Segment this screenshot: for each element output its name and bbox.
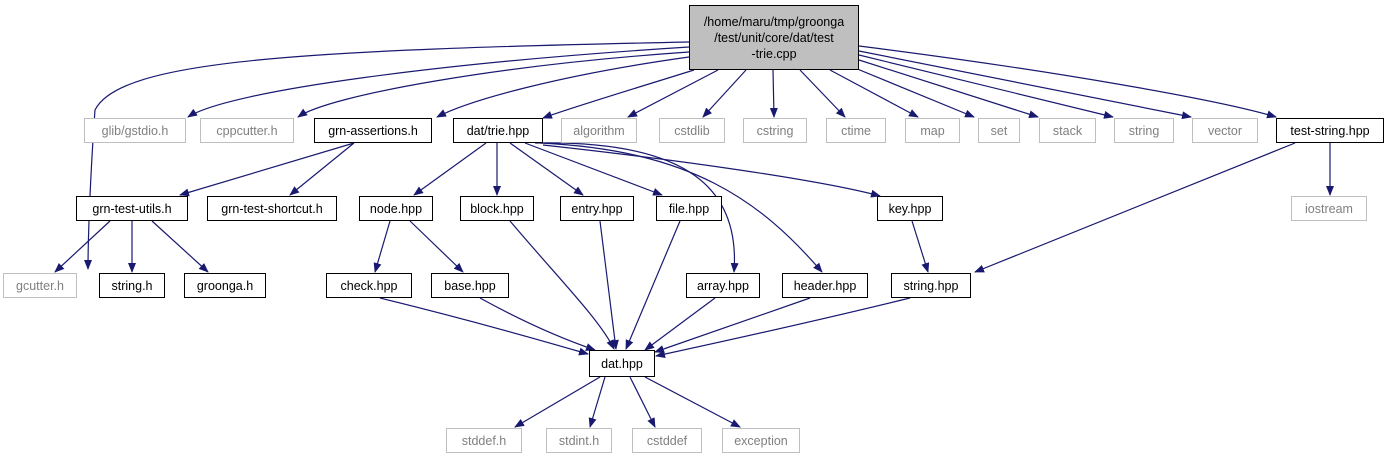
- edge-trie-to-node: [413, 142, 487, 196]
- edge-entry-to-dat: [599, 220, 619, 350]
- node-glib-gstdio[interactable]: glib/gstdio.h: [84, 118, 186, 143]
- edge-trie-to-entry: [509, 142, 584, 196]
- edge-node-to-check: [373, 220, 391, 273]
- edge-root-to-stack: [858, 59, 1039, 119]
- edge-trie-to-array: [534, 142, 739, 273]
- edge-root-to-cstdlib: [702, 69, 747, 118]
- node-map[interactable]: map: [905, 118, 960, 143]
- edge-dat-to-cstddef: [629, 376, 656, 428]
- edge-check-to-dat: [379, 297, 589, 356]
- node-entry-hpp[interactable]: entry.hpp: [560, 196, 634, 221]
- edge-trie-to-header: [539, 142, 823, 273]
- edge-dat-to-stdint: [588, 376, 606, 428]
- node-stack[interactable]: stack: [1039, 118, 1096, 143]
- edge-root-to-algorithm: [627, 69, 719, 118]
- node-cstring[interactable]: cstring: [743, 118, 807, 143]
- edge-utils-to-groonga: [151, 220, 209, 273]
- node-groonga-h[interactable]: groonga.h: [184, 273, 266, 298]
- edge-trie-to-file: [524, 142, 663, 196]
- node-cppcutter[interactable]: cppcutter.h: [200, 118, 294, 143]
- edge-dat-to-stddef: [514, 376, 601, 428]
- edge-block-to-dat: [509, 220, 615, 350]
- node-ctime[interactable]: ctime: [826, 118, 886, 143]
- node-node-hpp[interactable]: node.hpp: [359, 196, 433, 221]
- node-vector[interactable]: vector: [1192, 118, 1258, 143]
- node-file-hpp[interactable]: file.hpp: [656, 196, 722, 221]
- node-key-hpp[interactable]: key.hpp: [877, 196, 943, 221]
- edge-base-to-dat: [479, 297, 596, 351]
- node-cstddef[interactable]: cstddef: [632, 428, 702, 453]
- root-line-2: /test/unit/core/dat/test: [714, 30, 834, 45]
- edge-array-to-dat: [644, 297, 716, 351]
- edge-test-string-to-string-hpp: [974, 142, 1296, 273]
- edge-trie-to-key: [542, 144, 881, 198]
- edge-root-to-vector: [858, 50, 1192, 120]
- edge-root-to-set: [849, 65, 975, 118]
- node-block-hpp[interactable]: block.hpp: [460, 196, 534, 221]
- node-algorithm[interactable]: algorithm: [561, 118, 637, 143]
- edge-root-to-cstring: [769, 69, 778, 118]
- node-grn-test-utils[interactable]: grn-test-utils.h: [76, 196, 188, 221]
- edge-string-hpp-to-dat: [655, 297, 911, 359]
- edge-root-to-gstdio: [187, 46, 690, 118]
- edge-dat-to-exception: [644, 376, 741, 428]
- edge-root-to-ctime: [799, 69, 846, 118]
- node-test-string[interactable]: test-string.hpp: [1276, 118, 1384, 143]
- node-set[interactable]: set: [978, 118, 1020, 143]
- node-stdint[interactable]: stdint.h: [546, 428, 612, 453]
- node-dat-trie[interactable]: dat/trie.hpp: [453, 118, 543, 143]
- node-header-hpp[interactable]: header.hpp: [782, 273, 868, 298]
- edge-assertions-to-shortcut: [289, 142, 355, 196]
- root-line-3: -trie.cpp: [751, 46, 797, 61]
- edge-root-to-map: [829, 69, 919, 118]
- node-iostream[interactable]: iostream: [1291, 196, 1367, 221]
- node-string-h[interactable]: string.h: [99, 273, 165, 298]
- edge-header-to-dat: [654, 297, 811, 353]
- node-array-hpp[interactable]: array.hpp: [686, 273, 760, 298]
- node-base-hpp[interactable]: base.hpp: [431, 273, 509, 298]
- edge-root-to-dat-trie: [542, 69, 695, 119]
- edge-root-to-cppcutter: [297, 51, 690, 118]
- edge-root-to-string: [858, 54, 1114, 119]
- node-dat-hpp[interactable]: dat.hpp: [589, 350, 655, 377]
- edge-root-to-grn-assertions: [436, 56, 690, 118]
- node-check-hpp[interactable]: check.hpp: [326, 273, 412, 298]
- node-grn-assertions[interactable]: grn-assertions.h: [314, 118, 432, 143]
- node-string-hpp[interactable]: string.hpp: [891, 273, 971, 298]
- node-exception[interactable]: exception: [722, 428, 800, 453]
- edge-assertions-to-utils: [179, 142, 355, 197]
- edge-node-to-base: [409, 220, 464, 273]
- node-string[interactable]: string: [1114, 118, 1174, 143]
- node-gcutter[interactable]: gcutter.h: [3, 273, 77, 298]
- node-stddef[interactable]: stddef.h: [446, 428, 522, 453]
- root-file-node[interactable]: /home/maru/tmp/groonga /test/unit/core/d…: [689, 5, 859, 70]
- edge-file-to-dat: [625, 220, 681, 350]
- node-cstdlib[interactable]: cstdlib: [659, 118, 725, 143]
- root-line-1: /home/maru/tmp/groonga: [703, 14, 845, 29]
- edge-utils-to-gcutter: [54, 220, 111, 273]
- edge-root-to-test-string: [858, 45, 1277, 119]
- edge-key-to-string-hpp: [911, 220, 930, 273]
- node-grn-test-shortcut[interactable]: grn-test-shortcut.h: [207, 196, 337, 221]
- edge-root-to-gcutter: [84, 41, 690, 270]
